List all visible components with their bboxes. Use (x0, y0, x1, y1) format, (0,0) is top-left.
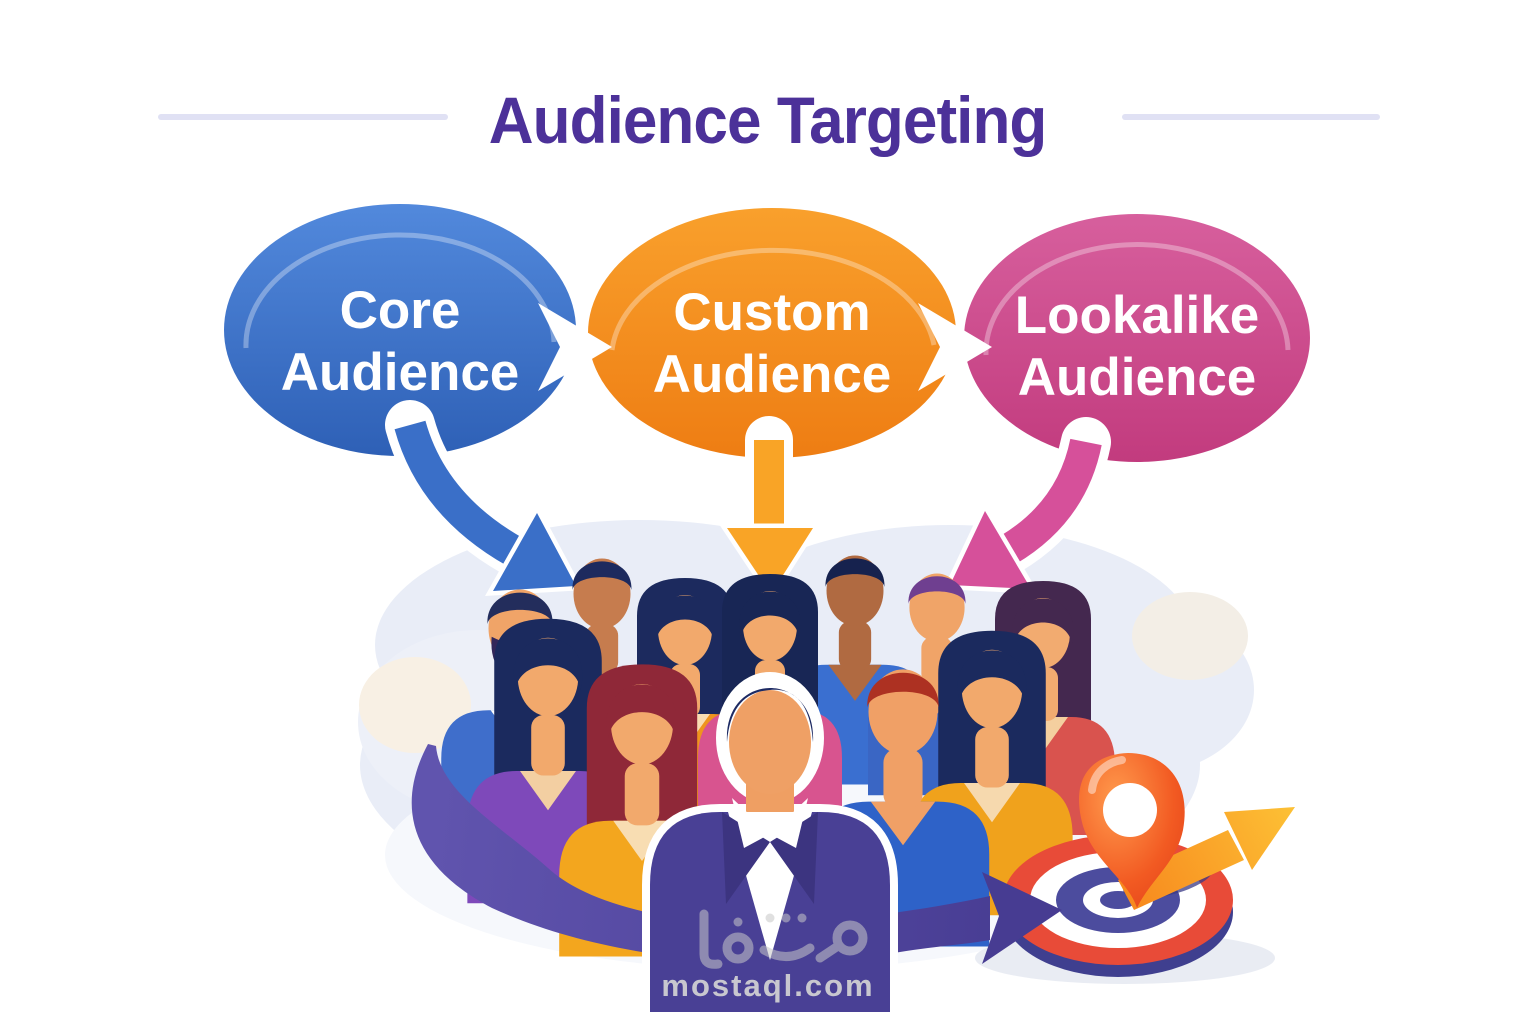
title-decorative-line-right (1122, 114, 1380, 120)
bubble-custom-line1: Custom (673, 283, 870, 342)
crowd (441, 555, 1115, 957)
arrow-up-right-icon (1118, 807, 1295, 910)
arrow-custom-to-crowd-icon (718, 416, 822, 603)
arrow-core-to-crowd-icon (385, 400, 584, 596)
bubble-core-audience: Core Audience (224, 204, 576, 456)
arrow-lookalike-to-crowd-icon (943, 417, 1111, 594)
bubble-lookalike-audience: Lookalike Audience (964, 214, 1310, 462)
page-title: Audience Targeting (489, 83, 1048, 157)
swoosh-arrow-icon (411, 744, 1062, 964)
bubble-core-line1: Core (340, 281, 461, 340)
bubble-lookalike-line1: Lookalike (1015, 286, 1259, 345)
bubble-custom-audience: Custom Audience (588, 208, 956, 458)
bubble-core-line2: Audience (281, 343, 520, 402)
chevron-right-icon (918, 303, 992, 391)
chevron-right-icon (538, 303, 612, 391)
location-pin-icon (1079, 753, 1185, 908)
title-decorative-line-left (158, 114, 448, 120)
bubble-custom-line2: Audience (653, 345, 892, 404)
bubble-lookalike-line2: Audience (1018, 348, 1257, 407)
